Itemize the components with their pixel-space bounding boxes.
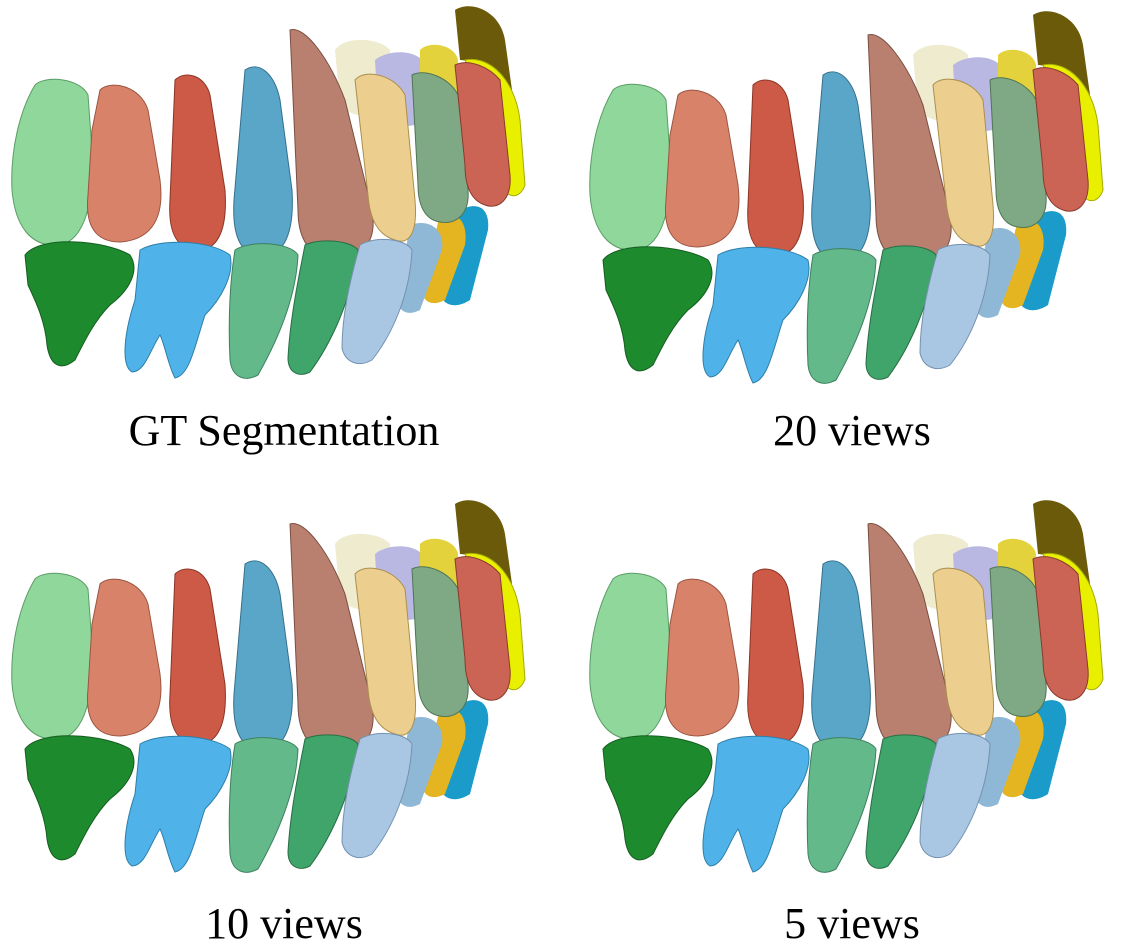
panel-20-views: 20 views bbox=[568, 0, 1136, 474]
panel-caption: GT Segmentation bbox=[128, 406, 440, 455]
teeth-render-image bbox=[589, 499, 1104, 873]
teeth-render-image bbox=[11, 499, 526, 873]
panel-10-views: 10 views bbox=[0, 474, 568, 948]
panel-gt-segmentation: GT Segmentation bbox=[0, 0, 568, 474]
panel-caption: 20 views bbox=[773, 406, 931, 455]
teeth-render-image bbox=[589, 10, 1104, 384]
panel-caption: 10 views bbox=[205, 899, 363, 948]
panel-5-views: 5 views bbox=[568, 474, 1136, 948]
teeth-render-image bbox=[11, 5, 526, 379]
panel-caption: 5 views bbox=[784, 899, 920, 948]
